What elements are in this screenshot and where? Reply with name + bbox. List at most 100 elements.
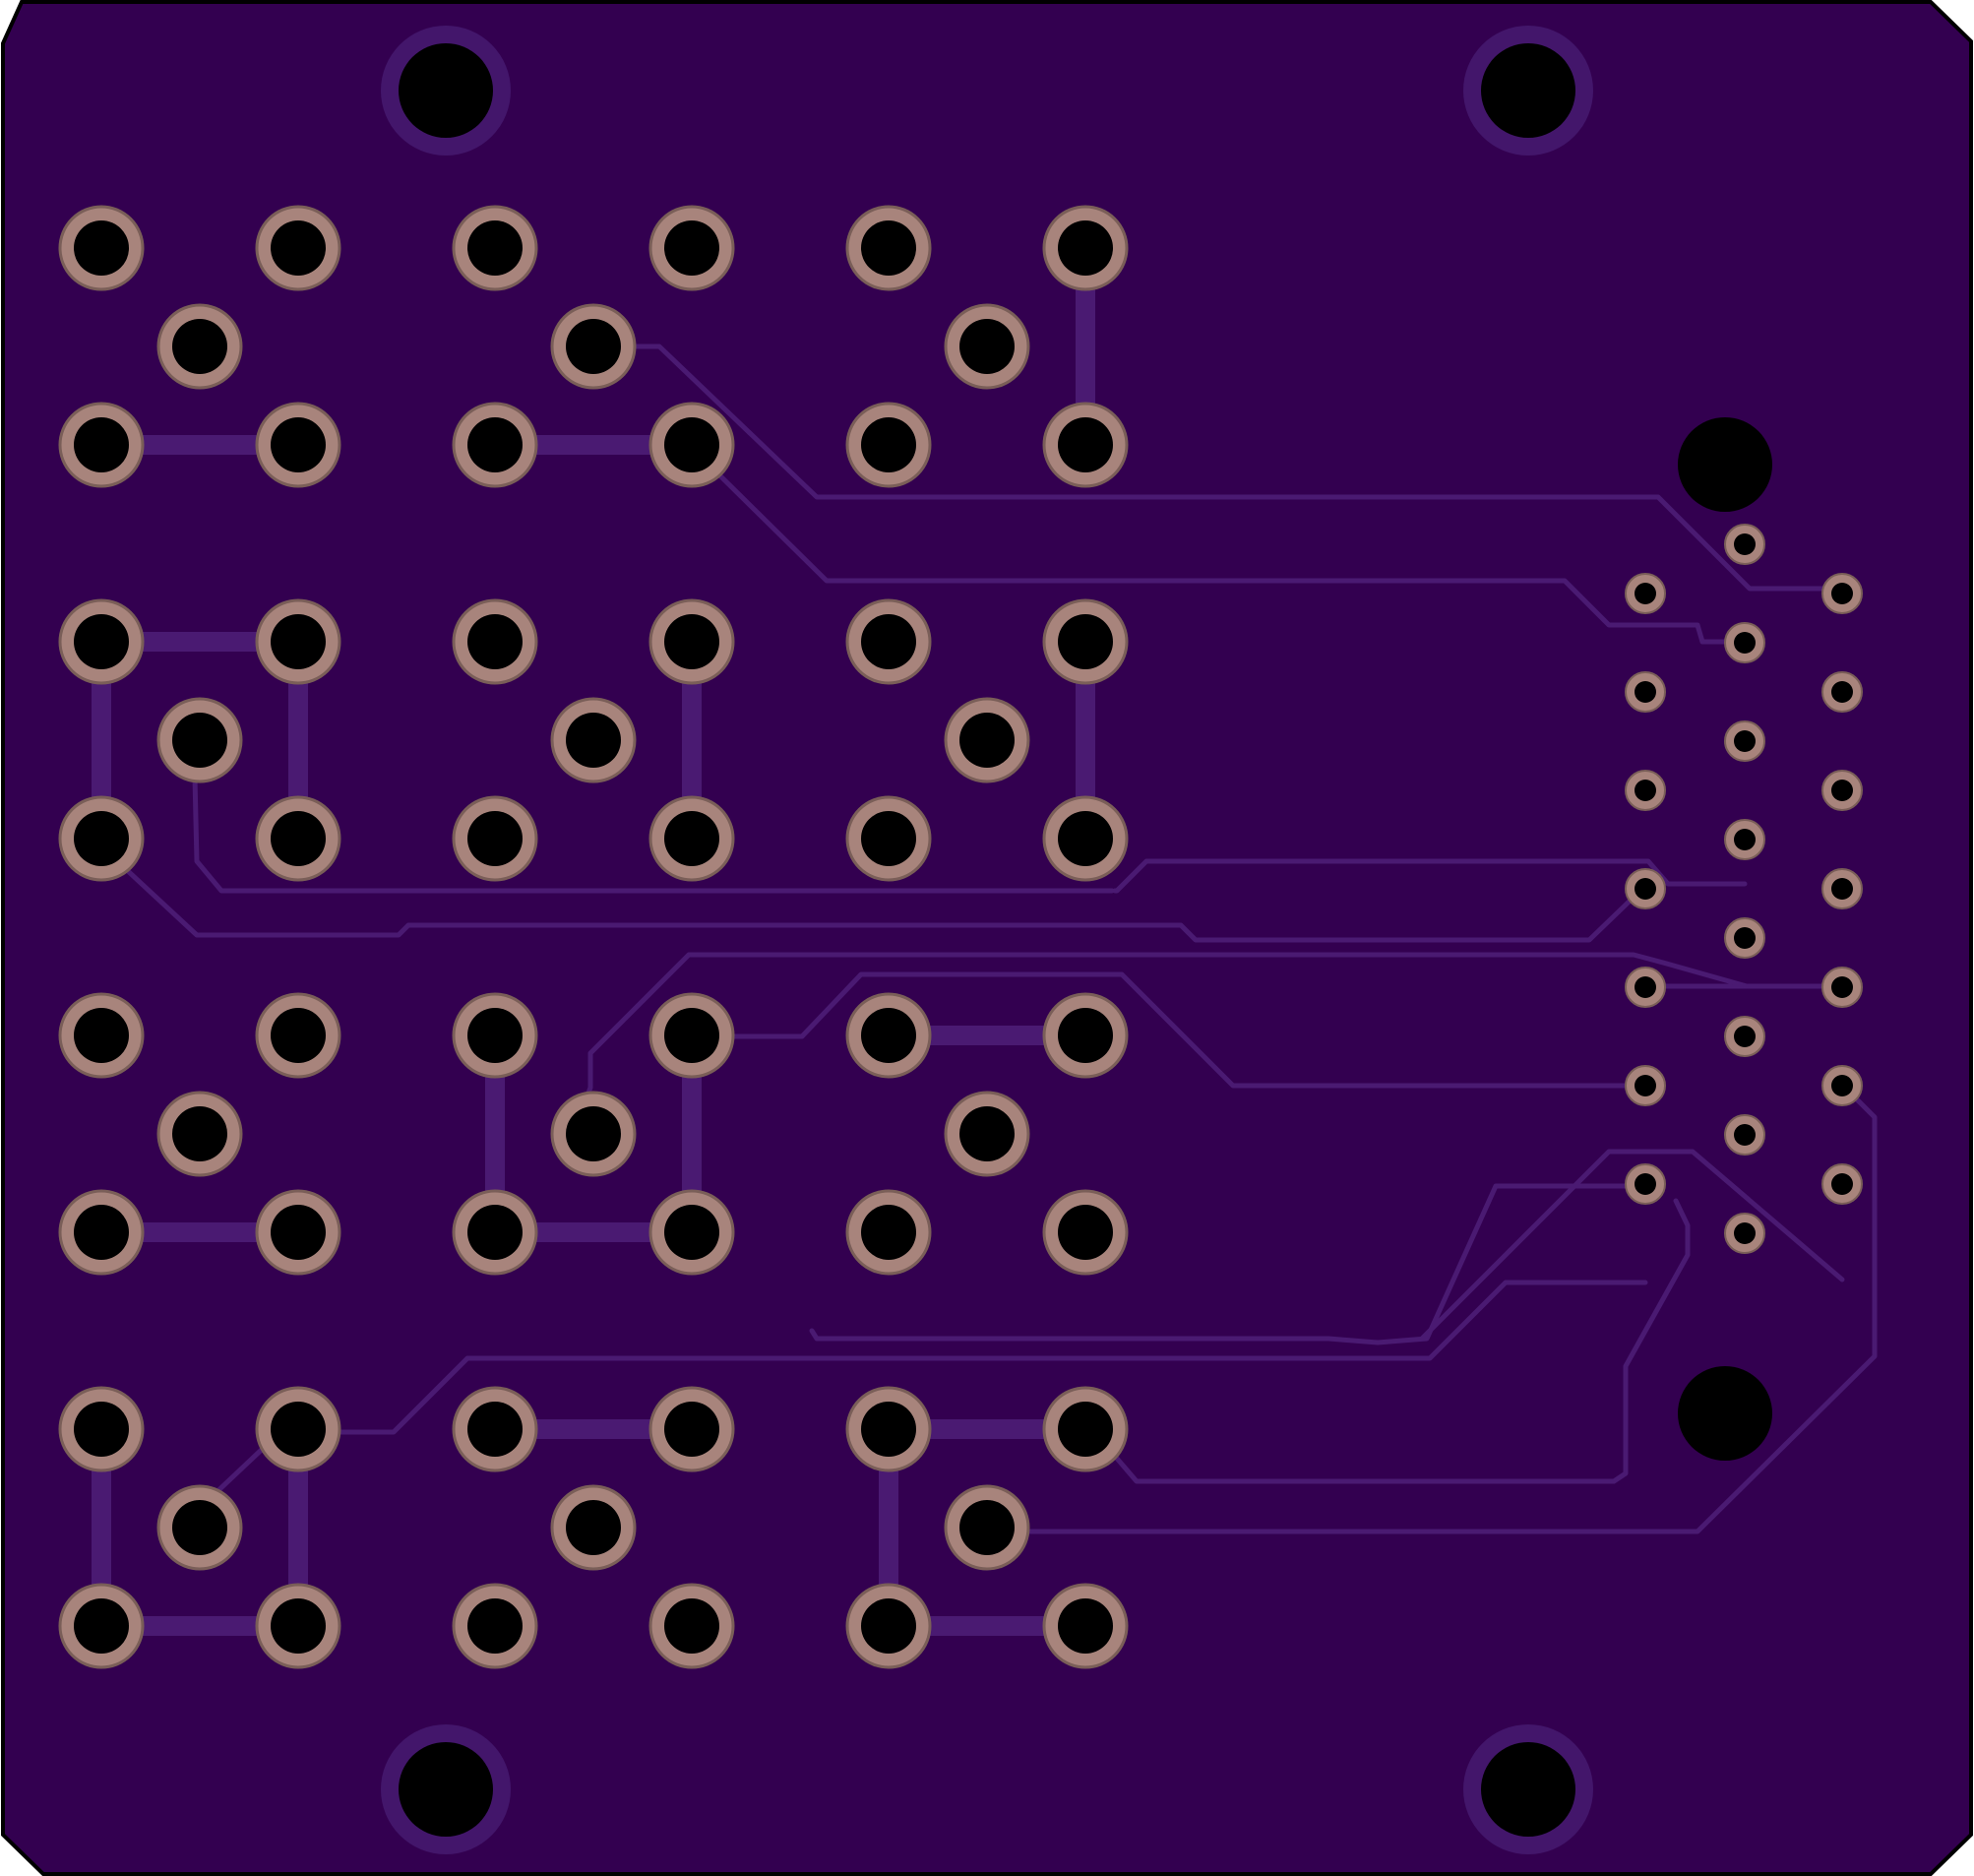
switch-pad-grid (58, 205, 1129, 1669)
connector-pins (1625, 524, 1863, 1254)
switch-pad-drill (74, 1402, 129, 1457)
switch-center-pad-drill (566, 1106, 621, 1161)
switch-center-pad-drill (566, 319, 621, 374)
switch-pad-drill (861, 1008, 916, 1063)
switch-pad-drill (861, 1598, 916, 1654)
mounting-hole-drill (1481, 1742, 1575, 1837)
connector-locating-holes (1678, 417, 1772, 1461)
connector-pin-drill (1635, 681, 1656, 703)
connector-pin-drill (1734, 632, 1756, 654)
switch-pad-drill (467, 220, 523, 276)
switch-pad-drill (861, 1205, 916, 1260)
switch-pad-drill (271, 1008, 326, 1063)
connector-pin-drill (1734, 829, 1756, 850)
switch-pad-drill (861, 417, 916, 472)
switch-pad-drill (271, 1598, 326, 1654)
switch-center-pad-drill (172, 1500, 227, 1555)
mounting-holes (381, 26, 1593, 1854)
connector-pin-drill (1831, 583, 1853, 604)
switch-pad-drill (664, 1598, 719, 1654)
switch-pad-drill (467, 614, 523, 669)
switch-pad-drill (1058, 1205, 1113, 1260)
connector-pin-drill (1635, 1075, 1656, 1096)
switch-center-pad-drill (172, 1106, 227, 1161)
switch-pad-drill (1058, 220, 1113, 276)
connector-pin-drill (1831, 1173, 1853, 1195)
mounting-hole-drill (1481, 43, 1575, 138)
switch-pad-drill (271, 1402, 326, 1457)
switch-pad-drill (664, 811, 719, 866)
switch-pad-drill (1058, 811, 1113, 866)
switch-pad-drill (74, 614, 129, 669)
locating-hole (1678, 417, 1772, 512)
switch-pad-drill (74, 1008, 129, 1063)
connector-pin-drill (1734, 1222, 1756, 1244)
connector-pin-drill (1635, 1173, 1656, 1195)
switch-pad-drill (664, 417, 719, 472)
connector-pin-drill (1635, 878, 1656, 900)
connector-pin-drill (1734, 1124, 1756, 1146)
switch-pad-drill (664, 1008, 719, 1063)
switch-center-pad-drill (959, 1500, 1015, 1555)
switch-pad-drill (467, 811, 523, 866)
connector-pin-drill (1635, 780, 1656, 801)
switch-pad-drill (271, 1205, 326, 1260)
connector-pin-drill (1831, 681, 1853, 703)
switch-pad-drill (1058, 1598, 1113, 1654)
switch-pad-drill (861, 1402, 916, 1457)
switch-pad-drill (1058, 614, 1113, 669)
switch-pad-drill (467, 417, 523, 472)
switch-pad-drill (1058, 1008, 1113, 1063)
switch-center-pad-drill (172, 319, 227, 374)
signal-trace (1112, 858, 1748, 894)
switch-pad-drill (271, 417, 326, 472)
switch-pad-drill (467, 1205, 523, 1260)
connector-pin-drill (1831, 976, 1853, 998)
switch-center-pad-drill (172, 713, 227, 768)
switch-pad-drill (74, 811, 129, 866)
connector-pin-drill (1831, 1075, 1853, 1096)
switch-pad-drill (74, 417, 129, 472)
switch-pad-drill (1058, 1402, 1113, 1457)
switch-center-pad-drill (959, 1106, 1015, 1161)
switch-center-pad-drill (566, 713, 621, 768)
switch-pad-drill (271, 614, 326, 669)
mounting-hole-drill (399, 43, 493, 138)
switch-pad-drill (1058, 417, 1113, 472)
connector-pin-drill (1734, 730, 1756, 752)
connector-pin-drill (1831, 878, 1853, 900)
switch-pad-drill (271, 220, 326, 276)
switch-center-pad-drill (959, 713, 1015, 768)
switch-pad-drill (861, 811, 916, 866)
connector-pin-drill (1635, 976, 1656, 998)
switch-pad-drill (861, 614, 916, 669)
switch-pad-drill (467, 1402, 523, 1457)
connector-pin-drill (1831, 780, 1853, 801)
signal-trace (192, 775, 1115, 894)
connector-pin-drill (1734, 533, 1756, 555)
signal-trace (632, 344, 1845, 592)
signal-trace (686, 442, 1748, 645)
switch-pad-drill (664, 614, 719, 669)
locating-hole (1678, 1366, 1772, 1461)
switch-pad-drill (271, 811, 326, 866)
switch-pad-drill (74, 1598, 129, 1654)
mounting-hole-drill (399, 1742, 493, 1837)
switch-pad-drill (664, 220, 719, 276)
signal-trace (809, 1183, 1648, 1345)
connector-pin-drill (1734, 1026, 1756, 1047)
signal-trace (1081, 1198, 1691, 1484)
connector-pin-drill (1635, 583, 1656, 604)
switch-pad-drill (664, 1205, 719, 1260)
switch-pad-drill (664, 1402, 719, 1457)
switch-pad-drill (74, 1205, 129, 1260)
switch-pad-drill (74, 220, 129, 276)
switch-pad-drill (467, 1008, 523, 1063)
connector-pin-drill (1734, 927, 1756, 949)
switch-pad-drill (467, 1598, 523, 1654)
signal-trace (688, 971, 1648, 1089)
switch-center-pad-drill (959, 319, 1015, 374)
switch-pad-drill (861, 220, 916, 276)
signal-trace (95, 836, 1648, 943)
